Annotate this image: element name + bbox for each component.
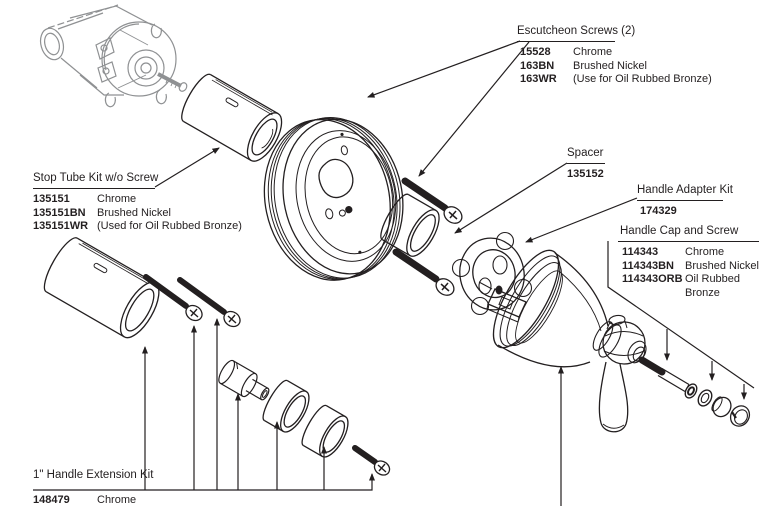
spacer-leader <box>454 162 568 234</box>
spacer-ring-1 <box>262 379 310 433</box>
part-number: 114343BN <box>622 259 674 272</box>
handle-screw <box>638 356 690 393</box>
part-row: 148479 Chrome <box>33 494 136 506</box>
part-finish: Brushed Nickel <box>685 259 759 272</box>
handle-adapter <box>451 231 533 323</box>
part-row: 135151BN Brushed Nickel <box>33 207 242 221</box>
part-number: 114343 <box>622 246 659 258</box>
escutcheon-screws-title: Escutcheon Screws (2) <box>517 25 635 42</box>
escutcheon-screw-2 <box>392 248 455 296</box>
spacer-label: Spacer 135152 <box>567 147 605 182</box>
handle-cap-screw-title: Handle Cap and Screw <box>618 225 759 242</box>
extension-kit-leader <box>33 473 375 491</box>
handle-assembly <box>492 249 647 433</box>
handle-adapter-kit-title: Handle Adapter Kit <box>637 184 733 201</box>
handle-cap-box-leader <box>607 241 755 389</box>
spacer-title: Spacer <box>567 147 605 164</box>
handle-extension-kit-parts: 148479 Chrome <box>33 494 136 506</box>
part-row: 114343 Chrome <box>622 246 759 260</box>
stop-tube <box>181 73 283 162</box>
stop-tube-leader <box>154 147 220 188</box>
handle-o-ring <box>697 389 713 407</box>
handle-cap-1 <box>711 396 732 418</box>
part-number: 163WR <box>520 73 557 85</box>
part-finish: (Used for Oil Rubbed Bronze) <box>97 220 242 232</box>
part-row: 135151WR (Used for Oil Rubbed Bronze) <box>33 220 242 234</box>
escutcheon-screw-1 <box>401 177 463 224</box>
part-row: 163WR (Use for Oil Rubbed Bronze) <box>520 73 712 87</box>
part-number: 135152 <box>567 168 604 180</box>
part-finish: Brushed Nickel <box>97 206 171 219</box>
adapter-leader <box>525 197 638 243</box>
stop-tube-kit-label: Stop Tube Kit w/o Screw 135151 Chrome 135… <box>33 172 242 234</box>
part-number: 114343ORB <box>622 273 683 285</box>
part-finish: (Use for Oil Rubbed Bronze) <box>573 73 712 85</box>
part-number: 135151BN <box>33 206 86 219</box>
spacer-ring-2 <box>301 404 349 458</box>
handle-extension-kit-label: 1" Handle Extension Kit <box>33 469 153 482</box>
part-finish: Chrome <box>573 46 613 58</box>
escutcheon-plate <box>263 117 404 281</box>
part-number: 135151 <box>33 193 70 205</box>
part-number: 174329 <box>640 205 677 217</box>
extension-screw-2 <box>177 277 241 328</box>
stop-tube-kit-title: Stop Tube Kit w/o Screw <box>33 172 158 189</box>
stem-extension <box>218 359 270 401</box>
part-finish: Chrome <box>97 494 137 506</box>
part-number: 135151WR <box>33 220 89 232</box>
escutcheon-leader <box>367 40 521 98</box>
part-number: 148479 <box>33 494 70 506</box>
part-row: 163BN Brushed Nickel <box>520 60 712 74</box>
handle-cap-screw-label: Handle Cap and Screw 114343 Chrome 114343… <box>618 225 759 300</box>
part-finish: Brushed Nickel <box>573 59 647 72</box>
part-row: 15528 Chrome <box>520 46 712 60</box>
part-row: 114343BN Brushed Nickel <box>622 260 759 274</box>
extension-tube <box>43 237 160 339</box>
extension-screw-3 <box>352 445 391 476</box>
handle-adapter-kit-label: Handle Adapter Kit 174329 <box>637 184 733 219</box>
valve-body <box>39 4 188 108</box>
escutcheon-screws-label: Escutcheon Screws (2) 15528 Chrome 163BN B… <box>517 25 712 87</box>
part-finish: Chrome <box>685 246 725 258</box>
part-row: 135151 Chrome <box>33 193 242 207</box>
escutcheon-screw-leader <box>418 41 530 177</box>
handle-cap-2 <box>729 405 751 427</box>
part-number: 15528 <box>520 46 551 58</box>
lever-handle <box>598 361 629 433</box>
part-finish: Chrome <box>97 193 137 205</box>
spacer-cylinder <box>380 193 440 257</box>
handle-extension-kit-title: 1" Handle Extension Kit <box>33 469 154 481</box>
part-finish: Oil Rubbed Bronze <box>685 273 741 299</box>
handle-washer <box>684 383 698 399</box>
extension-screw-1 <box>143 274 203 322</box>
leader-lines <box>33 40 755 506</box>
part-number: 163BN <box>520 59 555 72</box>
